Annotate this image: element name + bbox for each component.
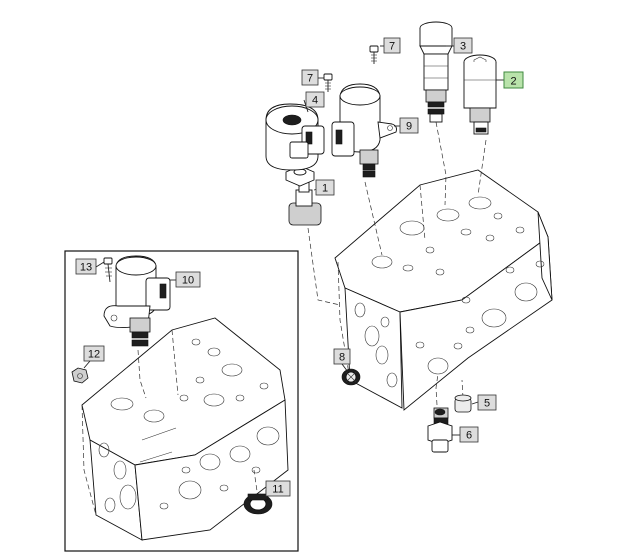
manifold-block	[334, 169, 553, 411]
callout-10[interactable]: 10	[175, 271, 201, 288]
callout-number: 13	[80, 262, 92, 274]
callout-number: 9	[406, 121, 412, 133]
callout-box	[333, 348, 351, 365]
callout-box	[315, 179, 335, 196]
callout-number: 10	[182, 275, 194, 287]
callout-6[interactable]: 6	[459, 426, 479, 443]
callout-9[interactable]: 9	[399, 117, 419, 134]
callout-3[interactable]: 3	[453, 37, 473, 54]
callout-box	[459, 426, 479, 443]
callout-number: 5	[484, 398, 490, 410]
part-13-screw	[103, 257, 113, 283]
part-4-solenoid-coil	[265, 103, 325, 171]
part-7-screw-a	[323, 73, 333, 92]
part-3-cartridge-valve	[419, 21, 453, 123]
inset-manifold-block	[81, 317, 289, 541]
callout-box	[301, 69, 319, 86]
callout-1[interactable]: 1	[315, 179, 335, 196]
part-5-plug	[454, 394, 472, 413]
callout-box	[265, 480, 291, 497]
part-8-screen-filter	[341, 368, 361, 386]
callout-number: 12	[88, 349, 100, 361]
callout-number: 11	[272, 484, 283, 496]
part-7-screw-b	[369, 45, 379, 64]
part-9-solenoid-valve	[331, 83, 397, 178]
callout-number: 1	[322, 183, 328, 195]
callout-8[interactable]: 8	[333, 348, 351, 365]
callout-box	[83, 345, 105, 362]
callout-11[interactable]: 11	[265, 480, 291, 497]
callout-4[interactable]: 4	[305, 91, 325, 108]
callout-box	[305, 91, 325, 108]
callout-5[interactable]: 5	[477, 394, 497, 411]
callout-number: 2	[510, 76, 516, 88]
callout-number: 3	[460, 41, 466, 53]
part-1-adapter	[285, 165, 322, 226]
callout-number: 6	[466, 430, 472, 442]
callout-7a[interactable]: 7	[301, 69, 319, 86]
part-6-check-valve	[427, 407, 453, 453]
callout-box	[453, 37, 473, 54]
callout-box	[399, 117, 419, 134]
callout-7b[interactable]: 7	[383, 37, 401, 54]
part-12-nut	[71, 367, 89, 384]
callout-number: 7	[389, 41, 395, 53]
callout-12[interactable]: 12	[83, 345, 105, 362]
part-11-plug	[243, 493, 273, 515]
callout-number: 4	[312, 95, 318, 107]
callout-box-highlighted	[503, 71, 524, 89]
callout-box	[477, 394, 497, 411]
callout-number: 7	[307, 73, 313, 85]
callout-number: 8	[339, 352, 345, 364]
callout-2[interactable]: 2	[503, 71, 524, 89]
callout-13[interactable]: 13	[75, 258, 97, 275]
callout-box	[75, 258, 97, 275]
callout-box	[383, 37, 401, 54]
callout-box	[175, 271, 201, 288]
inset-frame	[64, 250, 299, 552]
part-2-cartridge-valve	[463, 54, 497, 135]
part-10-solenoid-valve	[103, 255, 171, 347]
